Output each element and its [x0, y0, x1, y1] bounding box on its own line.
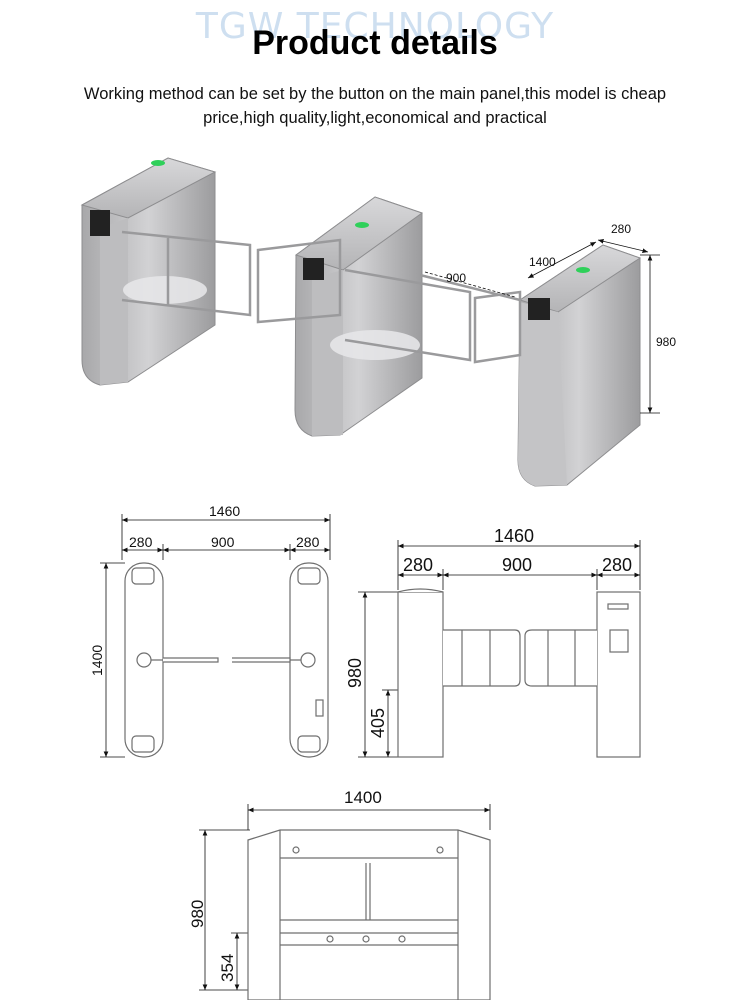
status-light	[576, 267, 590, 273]
page-title: Product details	[252, 24, 498, 62]
status-light	[355, 222, 369, 228]
swing-arms	[121, 230, 522, 364]
front-total-width: 1460	[494, 526, 534, 546]
front-cabinet-left: 280	[403, 555, 433, 575]
length-dimension: 1400	[529, 255, 556, 269]
side-lower-height: 354	[218, 954, 237, 982]
top-total-width: 1460	[209, 503, 240, 519]
middle-cabinet	[294, 196, 424, 437]
side-height: 980	[188, 900, 207, 928]
top-view-drawing: 1460 280 900 280 1400	[89, 503, 331, 758]
right-cabinet	[517, 244, 642, 487]
top-cabinet-left: 280	[129, 534, 153, 550]
front-passage: 900	[502, 555, 532, 575]
top-cabinet-right: 280	[296, 534, 320, 550]
top-passage: 900	[211, 534, 235, 550]
card-reader-screen	[303, 258, 324, 280]
front-height: 980	[345, 658, 365, 688]
side-view-drawing: 1400 980 354	[188, 788, 491, 1000]
left-cabinet	[80, 157, 217, 386]
front-view-drawing: 1460 280 900 280 980 405	[345, 526, 641, 758]
card-reader-screen	[90, 210, 110, 236]
front-arm-height: 405	[368, 708, 388, 738]
passage-dimension: 900	[446, 271, 466, 285]
depth-dimension: 280	[611, 222, 631, 236]
front-cabinet-right: 280	[602, 555, 632, 575]
side-length: 1400	[344, 788, 382, 807]
status-light	[151, 160, 165, 166]
product-description: Working method can be set by the button …	[83, 85, 667, 127]
top-length: 1400	[89, 645, 105, 676]
brand-watermark: TGW TECHNOLOGY	[195, 6, 555, 47]
card-reader-screen	[528, 298, 550, 320]
turnstile-photo: 280 1400 900 980	[80, 157, 676, 487]
height-dimension: 980	[656, 335, 676, 349]
